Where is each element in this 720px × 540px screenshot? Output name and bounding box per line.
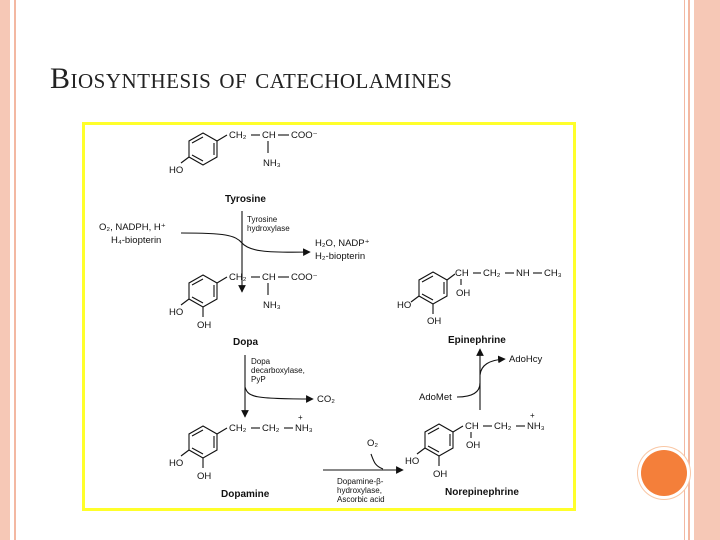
dopamine-nh3-label: NH₃: [295, 423, 313, 434]
dopa-nh3-label: NH₃: [263, 300, 281, 311]
dopamine-benzene-ring: [188, 425, 218, 459]
norepinephrine-ch2-label: CH₂: [494, 421, 512, 432]
norepinephrine-ch-label: CH: [465, 421, 479, 432]
right-decorative-stripe: [694, 0, 720, 540]
dopamine-oh-label: OH: [197, 471, 211, 482]
step4-output: AdoHcy: [509, 354, 543, 365]
epinephrine-nh-label: NH: [516, 268, 530, 279]
dopa-coo-label: COO⁻: [291, 272, 318, 283]
norepinephrine-structure: HO OH CH CH₂ + NH₃ OH: [405, 411, 545, 480]
step2-output: CO₂: [317, 394, 335, 405]
dopa-structure: HO OH CH₂ CH COO⁻ NH₃: [169, 272, 318, 331]
step4-input: AdoMet: [419, 392, 452, 403]
step3-enzyme-line3: Ascorbic acid: [337, 495, 385, 504]
step2-enzyme-line1: Dopa: [251, 357, 271, 366]
left-decorative-line: [14, 0, 16, 540]
step1-side-arrow: [180, 232, 311, 257]
dopa-ch2-label: CH₂: [229, 272, 247, 283]
dopamine-ch2a-label: CH₂: [229, 423, 247, 434]
norepinephrine-benzene-ring: [424, 423, 454, 457]
tyrosine-ho-label: HO: [169, 165, 183, 176]
step3-input: O₂: [367, 438, 378, 449]
tyrosine-ch2-label: CH₂: [229, 130, 247, 141]
pathway-diagram: HO CH₂ CH COO⁻ NH₃ Tyrosine Tyrosine hyd…: [99, 130, 562, 504]
tyrosine-name: Tyrosine: [225, 194, 266, 205]
dopa-name: Dopa: [233, 337, 258, 348]
epinephrine-side-oh-label: OH: [456, 288, 470, 299]
right-decorative-line-thin: [684, 0, 685, 540]
norepinephrine-nh3-label: NH₃: [527, 421, 545, 432]
epinephrine-benzene-ring: [418, 271, 448, 305]
left-decorative-stripe: [0, 0, 10, 540]
epinephrine-name: Epinephrine: [448, 335, 506, 346]
epinephrine-ch-label: CH: [455, 268, 469, 279]
step1-input-line2: H₄-biopterin: [111, 235, 161, 246]
dopa-ho-label: HO: [169, 307, 183, 318]
norepinephrine-oh-label: OH: [433, 469, 447, 480]
tyrosine-benzene-ring: [188, 132, 218, 166]
epinephrine-oh-label: OH: [427, 316, 441, 327]
step2-side-arrow: [244, 386, 314, 403]
step1-output-line1: H₂O, NADP⁺: [315, 238, 370, 249]
epinephrine-ch3-label: CH₃: [544, 268, 562, 279]
dopa-benzene-ring: [188, 274, 218, 308]
tyrosine-nh3-label: NH₃: [263, 158, 281, 169]
dopa-ch-label: CH: [262, 272, 276, 283]
norepinephrine-side-oh-label: OH: [466, 440, 480, 451]
tyrosine-ch-label: CH: [262, 130, 276, 141]
norepinephrine-plus-charge: +: [530, 411, 535, 420]
step1-output-line2: H₂-biopterin: [315, 251, 365, 262]
step4-output-arrow: [479, 355, 506, 376]
step3-enzyme-line2: hydroxylase,: [337, 486, 382, 495]
step2-enzyme-line2: decarboxylase,: [251, 366, 305, 375]
step3-enzyme-line1: Dopamine-β-: [337, 477, 384, 486]
step2-enzyme-line3: PyP: [251, 375, 266, 384]
tyrosine-coo-label: COO⁻: [291, 130, 318, 141]
norepinephrine-name: Norepinephrine: [445, 487, 519, 498]
tyrosine-structure: HO CH₂ CH COO⁻ NH₃: [169, 130, 318, 176]
step1-input-line1: O₂, NADPH, H⁺: [99, 222, 166, 233]
step4-input-arrow: [456, 382, 481, 398]
right-decorative-line: [688, 0, 690, 540]
dopamine-ch2b-label: CH₂: [262, 423, 280, 434]
step3-side-arrow: [370, 453, 384, 470]
step1-enzyme-line1: Tyrosine: [247, 215, 278, 224]
dopamine-name: Dopamine: [221, 489, 270, 500]
dopa-oh-label: OH: [197, 320, 211, 331]
epinephrine-ch2-label: CH₂: [483, 268, 501, 279]
norepinephrine-ho-label: HO: [405, 456, 419, 467]
epinephrine-structure: HO OH CH CH₂ NH CH₃ OH: [397, 268, 562, 327]
decorative-orange-circle: [641, 450, 687, 496]
dopamine-ho-label: HO: [169, 458, 183, 469]
slide-title: Biosynthesis of catecholamines: [50, 62, 453, 95]
dopamine-structure: HO OH CH₂ CH₂ + NH₃: [169, 413, 313, 482]
step1-enzyme-line2: hydroxylase: [247, 224, 290, 233]
epinephrine-ho-label: HO: [397, 300, 411, 311]
pathway-diagram-frame: HO CH₂ CH COO⁻ NH₃ Tyrosine Tyrosine hyd…: [82, 122, 576, 511]
dopamine-plus-charge: +: [298, 413, 303, 422]
